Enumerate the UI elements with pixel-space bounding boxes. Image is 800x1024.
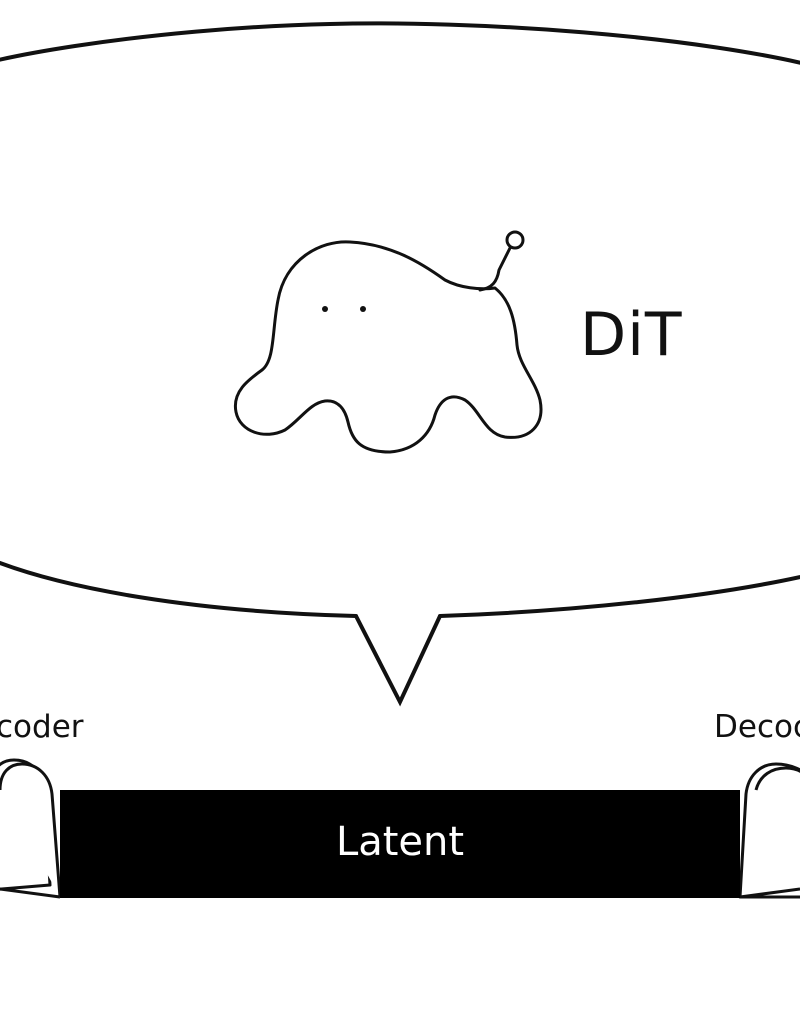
ground-line-right <box>739 887 800 899</box>
decoder-label: Decoc <box>714 709 800 745</box>
blob-robot-antenna-tip <box>505 230 525 250</box>
speech-bubble-outline <box>0 21 800 618</box>
blob-robot-eye-right <box>360 306 366 312</box>
speech-bubble-tail <box>354 615 442 707</box>
latent-label: Latent <box>335 819 465 865</box>
speech-bubble <box>0 23 800 617</box>
encoder-block <box>0 758 62 898</box>
encoder-label: coder <box>0 709 84 745</box>
latent-bar <box>60 790 740 898</box>
decoder-block <box>738 762 800 899</box>
blob-robot-antenna <box>478 246 512 292</box>
ground-line-left <box>0 887 61 899</box>
blob-robot-icon <box>233 230 543 454</box>
blob-robot-body <box>233 240 543 454</box>
blob-robot-eye-left <box>322 306 328 312</box>
model-label: DiT <box>580 300 683 370</box>
